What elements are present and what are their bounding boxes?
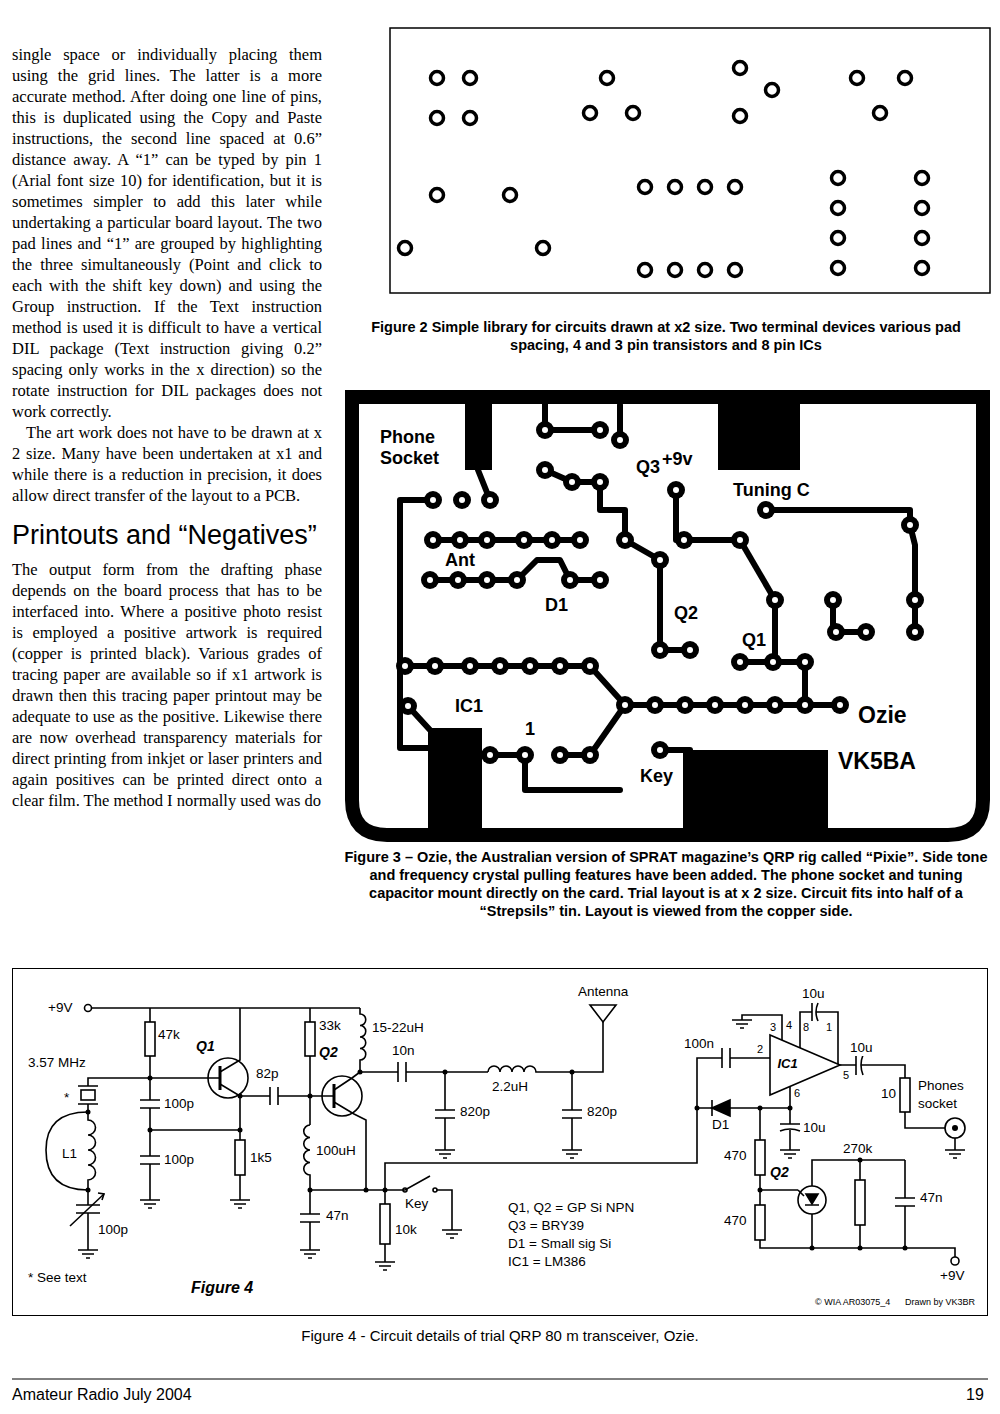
pin-number: 4 (786, 1019, 792, 1032)
pin-number: 5 (843, 1069, 849, 1082)
pcb-label: Q3 (636, 457, 660, 478)
component-value: 2.2uH (492, 1079, 528, 1095)
component-value: 47n (326, 1208, 349, 1224)
figure-frame: Figure 4 IC1 (12, 968, 988, 1316)
pcb-label: Key (640, 766, 673, 787)
figure-caption: Figure 3 – Ozie, the Australian version … (342, 848, 990, 920)
text-column: single space or individually placing the… (12, 44, 322, 811)
component-value: 15-22uH (372, 1020, 424, 1036)
frequency-label: 3.57 MHz (28, 1055, 86, 1071)
note-mark: * (64, 1090, 69, 1106)
pcb-label: +9v (662, 449, 693, 470)
component-value: 820p (587, 1104, 617, 1120)
credit-note: Drawn by VK3BR (905, 1297, 975, 1307)
component-value: 10u (802, 986, 825, 1002)
ic-label: IC1 (778, 1057, 798, 1072)
component-value: 10u (803, 1120, 826, 1136)
transistor-label: Q2 (319, 1044, 338, 1060)
pcb-label: Socket (380, 448, 439, 469)
parts-note: Q3 = BRY39 (508, 1218, 584, 1234)
amplifier-triangle: IC1 (770, 1035, 840, 1095)
page-number: 19 (966, 1386, 984, 1404)
component-value: 10 (881, 1086, 896, 1102)
section-heading: Printouts and “Negatives” (12, 520, 322, 551)
pin-number: 6 (794, 1087, 800, 1100)
pcb-label: Q2 (674, 603, 698, 624)
parts-note: Q1, Q2 = GP Si NPN (508, 1200, 634, 1216)
pin-number: 1 (826, 1021, 832, 1034)
component-value: 47k (158, 1027, 180, 1043)
component-label: D1 (712, 1117, 729, 1133)
footer-rule (12, 1379, 988, 1380)
component-value: 10n (392, 1043, 415, 1059)
body-paragraph: The art work does not have to be drawn a… (12, 422, 322, 506)
component-value: 10u (850, 1040, 873, 1056)
pcb-label: Phone (380, 427, 435, 448)
component-value: 10k (395, 1222, 417, 1238)
connector-label: socket (918, 1096, 957, 1112)
callsign: VK5BA (838, 748, 916, 774)
page-footer: Amateur Radio July 2004 (12, 1386, 192, 1404)
parts-note: D1 = Small sig Si (508, 1236, 611, 1252)
component-value: 100n (684, 1036, 714, 1052)
component-value: 1k5 (250, 1150, 272, 1166)
component-value: 470 (724, 1148, 747, 1164)
antenna-label: Antenna (578, 984, 628, 1000)
transistor-label: Q2 (770, 1164, 789, 1180)
pcb-layout (352, 392, 983, 838)
body-paragraph: The output form from the drafting phase … (12, 559, 322, 811)
figure-label: Figure 4 (191, 1279, 253, 1297)
component-value: 470 (724, 1213, 747, 1229)
copyright-note: © WIA AR03075_4 (815, 1297, 890, 1307)
supply-label: +9V (48, 1000, 72, 1016)
pin-number: 8 (803, 1021, 809, 1034)
component-label: L1 (62, 1146, 77, 1162)
figure-caption: Figure 2 Simple library for circuits dra… (342, 318, 990, 354)
schematic (46, 1003, 965, 1270)
pad-library (390, 28, 990, 293)
component-value: 100p (164, 1152, 194, 1168)
component-value: 33k (319, 1018, 341, 1034)
pcb-label: 1 (525, 719, 535, 740)
pin-number: 2 (757, 1043, 763, 1056)
supply-label: +9V (940, 1268, 964, 1284)
figure-caption: Figure 4 - Circuit details of trial QRP … (0, 1327, 1000, 1344)
pin-number: 3 (770, 1021, 776, 1034)
parts-note: IC1 = LM386 (508, 1254, 586, 1270)
component-value: 270k (843, 1141, 872, 1157)
pcb-label: Tuning C (733, 480, 810, 501)
pcb-label: Q1 (742, 630, 766, 651)
pcb-label: D1 (545, 595, 568, 616)
component-value: 82p (256, 1066, 279, 1082)
pcb-label: IC1 (455, 696, 483, 717)
component-value: 47n (920, 1190, 943, 1206)
switch-label: Key (405, 1196, 428, 1212)
connector-label: Phones (918, 1078, 964, 1094)
amplifier-symbol (770, 1035, 840, 1095)
component-value: 100p (98, 1222, 128, 1238)
component-value: 820p (460, 1104, 490, 1120)
component-value: 100uH (316, 1143, 356, 1159)
transistor-label: Q1 (196, 1038, 215, 1054)
junction-dots (86, 1070, 959, 1251)
note: * See text (28, 1270, 87, 1286)
board-name: Ozie (858, 702, 907, 728)
component-value: 100p (164, 1096, 194, 1112)
pcb-label: Ant (445, 550, 475, 571)
body-paragraph: single space or individually placing the… (12, 44, 322, 422)
